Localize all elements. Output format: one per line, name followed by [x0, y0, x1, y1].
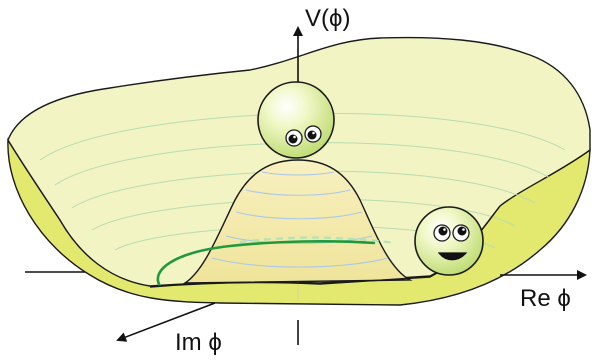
re-axis-label: Re ϕ	[520, 285, 571, 312]
worried-eyes-icon	[285, 125, 322, 147]
im-axis	[116, 302, 216, 342]
vacuum-ring-dashed	[239, 236, 396, 245]
v-axis-label: V(ϕ)	[305, 5, 350, 32]
ball-on-hilltop	[257, 81, 335, 159]
central-hump	[182, 159, 413, 284]
im-axis-label: Im ϕ	[175, 329, 222, 356]
hump-contour-lines	[211, 171, 389, 268]
ball-in-trough	[414, 206, 484, 276]
happy-face-icon	[433, 224, 470, 261]
vacuum-ring	[156, 240, 376, 287]
